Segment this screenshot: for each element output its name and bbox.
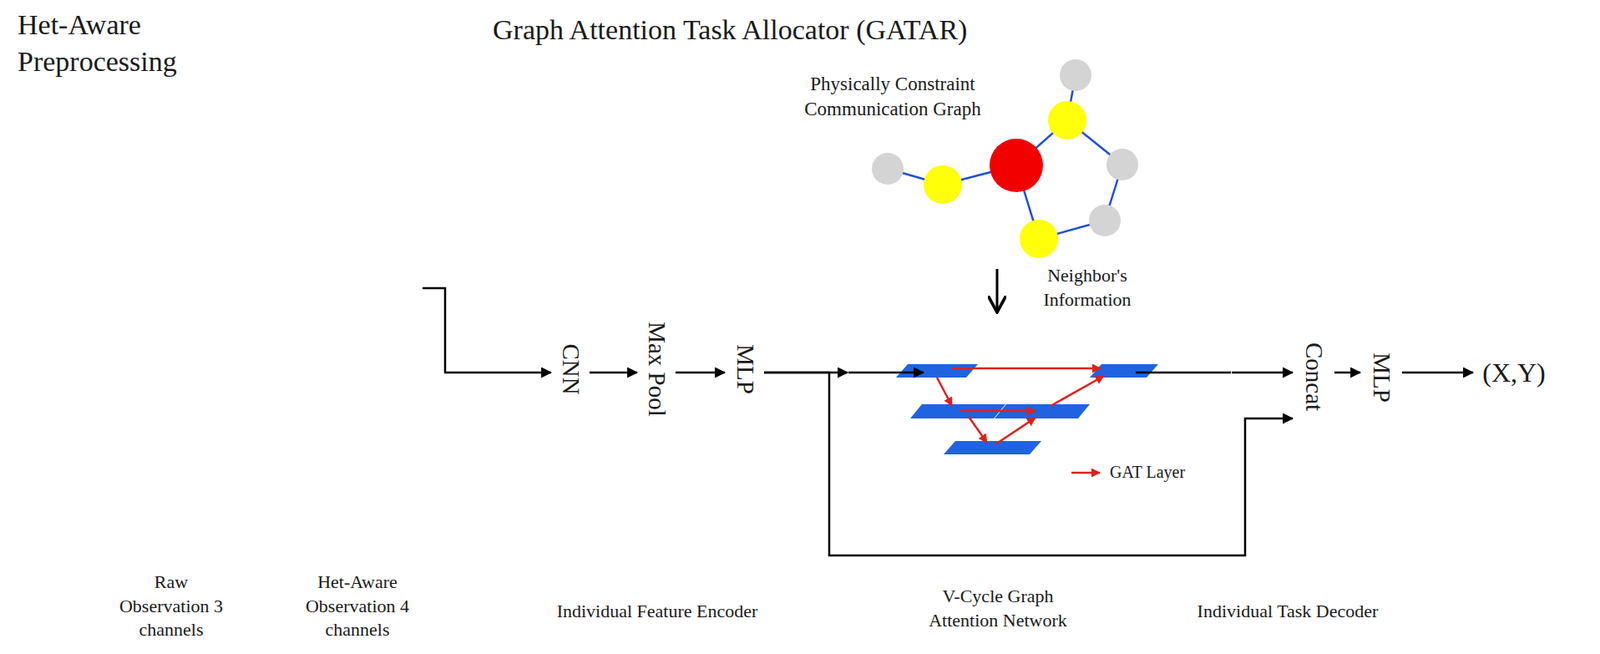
mlp-layer: MLP [1360,239,1403,516]
connector-arrow [1402,371,1474,375]
preprocessing-panel: Het-Aware PreprocessingRaw Observation 3… [0,0,472,654]
concat-layer: Concat [1292,237,1335,516]
gatar-panel: Graph Attention Task Allocator (GATAR) In… [479,0,1567,654]
block-caption: Het-Aware Observation 4 channels [290,570,425,643]
vcycle-flow [848,371,1231,375]
grid-map [30,197,279,446]
neighbor-info-label: Neighbor's Information [1028,263,1146,312]
graph-caption: Physically Constraint Communication Grap… [775,71,1010,122]
connector-arrow [422,288,552,373]
gat-layer-arrows [936,368,1104,445]
maxpool-layer: Max Pool [637,230,676,507]
vcycle-gat: V-Cycle Graph Attention Network [847,321,1232,537]
block-caption: Raw Observation 3 channels [112,570,230,643]
layer-label: Concat [1301,341,1327,411]
legend-entry: GAT Layer [1069,461,1185,483]
heatmap-stack [292,15,423,563]
task-decoder: Individual Task DecoderConcatMLP [1267,161,1445,583]
layer-label: MLP [1369,352,1394,403]
block-caption: Individual Feature Encoder [519,599,795,624]
layer-label: MLP [732,344,757,395]
cnn-layer: CNN [551,230,590,507]
connector-arrow [764,372,1293,556]
output-label: (X,Y) [1473,354,1555,391]
block-caption: V-Cycle Graph Attention Network [910,584,1086,633]
output-coordinates: (X,Y) [1473,354,1555,391]
panel-ground [479,0,1567,654]
gat-planes [896,364,1159,455]
raw-observation: Raw Observation 3 channels [30,197,279,446]
panel-title: Graph Attention Task Allocator (GATAR) [492,11,1128,49]
block-ground [847,321,1232,537]
block-caption: Individual Task Decoder [1162,599,1413,624]
connector-arrow [1334,371,1361,375]
down-arrow [996,268,999,311]
feature-encoder: Individual Feature EncoderCNNMax PoolMLP [508,157,807,583]
legend-text: GAT Layer [1109,461,1185,483]
legend-swatch [1069,464,1105,482]
trapezoid-shape [1267,161,1445,583]
mlp-layer: MLP [724,230,765,507]
connector-arrow [675,371,725,375]
layer-label: CNN [558,343,583,395]
connector-arrow [589,371,638,375]
panel-title: Het-Aware Preprocessing [17,6,227,81]
connector-arrow [1231,371,1293,375]
panel-ground [0,0,472,654]
layer-label: Max Pool [644,321,669,417]
het-aware-observation: Het-Aware Observation 4 channels [292,15,423,563]
